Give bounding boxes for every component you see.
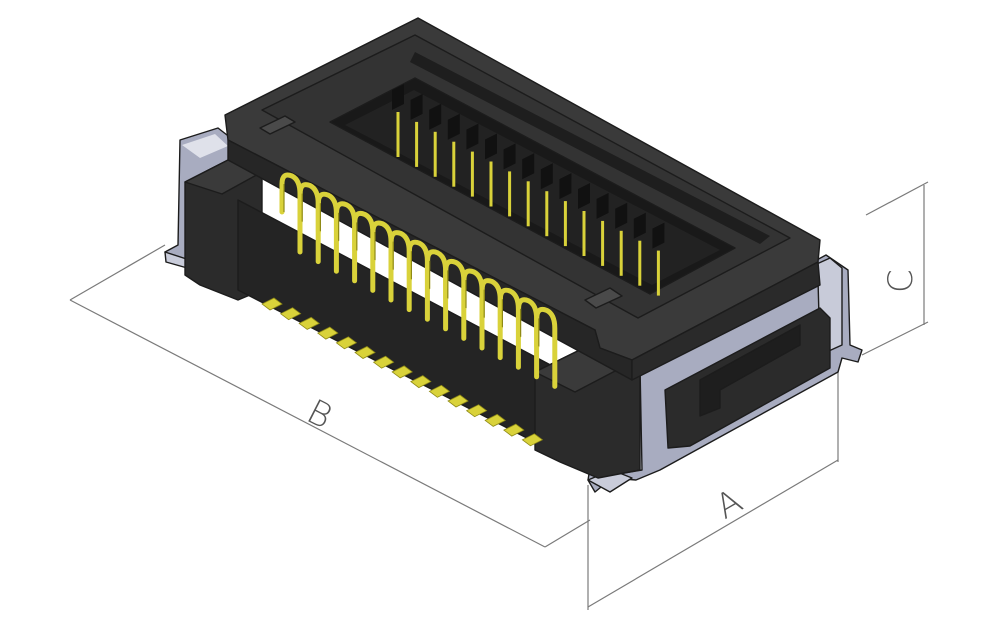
front-contacts bbox=[279, 172, 558, 389]
inner-contacts bbox=[392, 84, 665, 296]
solder-tail bbox=[354, 346, 376, 359]
inner-slot bbox=[522, 153, 535, 180]
inner-slot bbox=[485, 133, 497, 160]
inner-slot bbox=[615, 202, 628, 229]
inner-slot bbox=[596, 192, 609, 219]
solder-tail bbox=[465, 404, 488, 418]
solder-tail bbox=[372, 355, 395, 369]
solder-tail bbox=[279, 307, 302, 321]
solder-tail bbox=[521, 433, 544, 447]
inner-slot bbox=[410, 93, 423, 120]
solder-tails bbox=[261, 297, 544, 447]
inner-slot bbox=[578, 183, 590, 209]
dimension-a-label: A bbox=[709, 481, 749, 527]
solder-tail bbox=[391, 365, 413, 379]
inner-slot bbox=[447, 113, 460, 140]
inner-slot bbox=[652, 222, 665, 249]
solder-tail bbox=[447, 394, 469, 408]
solder-tail bbox=[410, 375, 432, 389]
solder-tail bbox=[503, 423, 525, 437]
inner-slot bbox=[466, 123, 479, 150]
dimension-b-label: B bbox=[300, 392, 338, 438]
dimension-b-extension-right bbox=[544, 519, 591, 548]
dimension-c-extension-bottom bbox=[861, 321, 929, 356]
solder-tail bbox=[261, 297, 283, 311]
solder-tail bbox=[335, 336, 358, 350]
rear-comb-teeth bbox=[410, 52, 770, 244]
dimension-c-label: C bbox=[881, 269, 921, 293]
inner-slot bbox=[503, 143, 516, 170]
front-contact bbox=[534, 306, 558, 389]
inner-slot bbox=[392, 84, 404, 110]
dimension-a-line bbox=[587, 459, 839, 608]
solder-tail bbox=[428, 384, 451, 398]
dimension-b-extension-left bbox=[69, 244, 166, 301]
inner-slot bbox=[559, 173, 572, 200]
solder-tail bbox=[298, 316, 320, 330]
dimension-b-line bbox=[69, 299, 546, 548]
dimension-c-extension-top bbox=[865, 181, 929, 216]
inner-slot bbox=[633, 212, 646, 239]
solder-tail bbox=[317, 326, 339, 340]
solder-tail bbox=[484, 413, 506, 427]
dimension-lines bbox=[69, 181, 929, 610]
inner-slot bbox=[540, 163, 553, 190]
inner-slot bbox=[429, 103, 442, 130]
